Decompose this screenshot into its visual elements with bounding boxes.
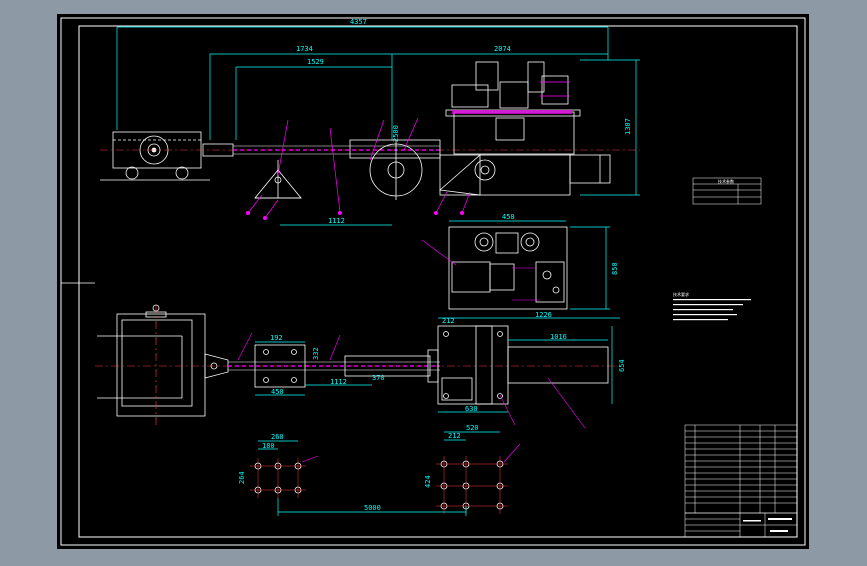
bill-of-materials [684,424,798,514]
dim-424: 424 [424,475,432,488]
title-block-text-marks [743,518,792,532]
dim-264: 264 [238,471,246,484]
winch-housing [439,109,611,196]
dim-212: 212 [442,317,455,325]
dim-1112-top: 1112 [328,217,345,225]
dim-370: 370 [372,374,385,382]
bolt-leader-right [503,443,521,463]
winch-plan-view [448,226,568,310]
balloon-dots-top [246,211,464,220]
dim-1112-mid: 1112 [330,378,347,386]
support-bracket-left [254,160,302,199]
top-dimension-lines [116,26,640,196]
dim-1016: 1016 [550,333,567,341]
dim-1226: 1226 [535,311,552,319]
bolt-leader-left [301,455,319,463]
tech-table-title: 技术参数 [718,178,734,184]
dim-2500: 2500 [392,125,400,142]
dim-overall: 4357 [350,18,367,26]
dim-1529: 1529 [307,58,324,66]
dim-5000: 5000 [364,504,381,512]
hook-link [204,353,229,379]
tech-parameter-table [692,177,762,205]
svg-text:技术要求: 技术要求 [673,291,689,297]
dim-2074: 2074 [494,45,511,53]
outer-border [60,17,806,546]
dim-654: 654 [618,359,626,372]
dim-520: 520 [466,424,479,432]
part-balloons-top [247,117,471,219]
part-balloons-bottom [237,332,586,429]
dim-1307: 1307 [624,118,632,135]
bolt-pattern-right-centers [436,456,508,514]
rope-bottom [228,361,440,371]
dim-850: 850 [611,262,619,275]
title-block [684,512,798,538]
inner-frame [78,25,798,538]
dim-450-top: 450 [502,213,515,221]
dim-1734: 1734 [296,45,313,53]
winch-base-plan [437,325,609,405]
dim-192: 192 [270,334,283,342]
dim-212-b: 212 [448,432,461,440]
drawing-sheet [57,14,809,549]
bolt-pattern-left-centers [250,458,306,498]
winch-plan-leaders [421,239,540,301]
dim-332: 332 [312,347,320,360]
dim-630: 630 [465,405,478,413]
dim-180: 180 [262,442,275,450]
pulley-wheel [369,140,423,200]
technical-notes: 技术要求 [673,291,751,321]
motor-assembly-top [451,61,570,109]
dim-260: 260 [271,433,284,441]
housing-trim [452,110,572,114]
dim-450-mid: 450 [271,388,284,396]
